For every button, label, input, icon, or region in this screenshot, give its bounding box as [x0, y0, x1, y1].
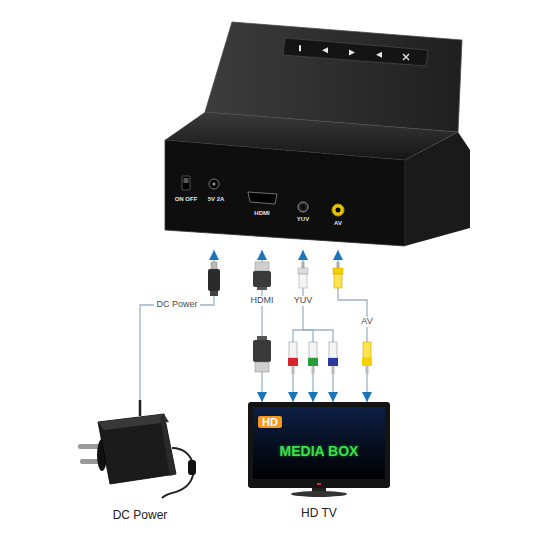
hdmi-plug — [257, 336, 267, 340]
cable-label: AV — [359, 317, 374, 327]
yuv-plug — [299, 274, 307, 288]
media-box-body — [165, 22, 470, 246]
adapter-housing — [98, 414, 169, 430]
button-symbol — [322, 47, 328, 53]
yuv-jack — [301, 205, 305, 209]
adapter-housing — [98, 414, 176, 484]
power-adapter-body — [78, 400, 196, 498]
yuv-plug — [302, 262, 305, 268]
cable-label: DC Power — [154, 300, 199, 310]
rca-plug-blue — [329, 342, 337, 358]
port-label: 5V 2A — [208, 196, 225, 203]
rca-plug-red — [288, 358, 298, 366]
dc-plug — [208, 269, 220, 291]
dc-plug — [210, 291, 218, 296]
port-label: AV — [334, 220, 342, 227]
rca-plug-yellow — [366, 366, 369, 374]
button-strip — [283, 38, 428, 66]
rca-plug-blue — [328, 342, 338, 374]
hd-tv: HD MEDIA BOX HD TV — [248, 402, 390, 528]
rca-plug-blue — [328, 358, 338, 366]
ferrite-bead — [188, 460, 196, 475]
device-caption: DC Power — [113, 509, 168, 522]
yuv-plug — [298, 268, 308, 274]
tv-body — [248, 402, 390, 497]
screen-title: MEDIA BOX — [280, 444, 359, 459]
hdmi-plug — [253, 262, 271, 290]
rca-plug-red — [288, 342, 298, 374]
button-symbol — [403, 54, 409, 60]
hdmi-plug — [255, 362, 269, 372]
back-panel — [165, 140, 405, 246]
button-symbol — [349, 50, 355, 56]
power-switch — [184, 178, 189, 183]
tv-frame — [248, 402, 390, 488]
dc-plug — [211, 262, 217, 269]
av-plug — [333, 262, 343, 288]
dc-jack — [209, 179, 219, 189]
device-caption: HD TV — [301, 507, 337, 520]
rca-plug-green — [308, 358, 318, 366]
cable-label: YUV — [292, 296, 315, 306]
yuv-plug — [298, 262, 308, 288]
rca-plug-green — [308, 342, 318, 374]
media-box-device: ON OFF 5V 2A HDMI YUV AV — [160, 18, 472, 250]
split-wires — [293, 330, 333, 402]
av-jack — [336, 208, 341, 213]
hdmi-plug — [253, 340, 271, 362]
rca-plug-blue — [332, 366, 335, 374]
av-plug — [334, 274, 342, 288]
tv-stand — [291, 491, 347, 497]
button-symbol — [376, 52, 382, 58]
power-cable — [140, 250, 214, 400]
rca-plug-yellow — [362, 342, 372, 374]
av-jack — [332, 204, 344, 216]
hdmi-plug — [257, 287, 267, 290]
port-label: HDMI — [254, 210, 269, 217]
power-switch — [182, 176, 190, 190]
split-wire — [293, 330, 333, 402]
hdmi-port — [248, 192, 277, 204]
tv-led — [317, 483, 321, 485]
hdmi-plug — [253, 271, 271, 287]
dc-plug — [208, 262, 220, 296]
button-symbol — [299, 45, 301, 51]
hdmi-plug — [255, 262, 269, 271]
rca-plug-yellow — [363, 342, 371, 358]
power-adapter: DC Power — [72, 400, 208, 528]
yuv-jack — [298, 202, 308, 212]
rca-plug-red — [289, 342, 297, 358]
rca-plug-red — [292, 366, 295, 374]
hd-badge: HD — [258, 416, 282, 428]
rca-plug-green — [312, 366, 315, 374]
port-label: YUV — [297, 216, 309, 223]
dc-jack — [213, 183, 216, 186]
av-plug — [337, 262, 340, 268]
adapter-housing — [160, 414, 176, 476]
media-box-device-outline — [160, 18, 472, 250]
adapter-cable — [139, 400, 142, 416]
cable-label: HDMI — [249, 296, 276, 306]
av-plug — [333, 268, 343, 274]
rca-plug-green — [309, 342, 317, 358]
rca-plug-yellow — [362, 358, 372, 366]
top-face — [205, 22, 462, 132]
tv-screen — [253, 407, 385, 479]
port-label: ON OFF — [175, 196, 198, 203]
hdmi-plug — [253, 336, 271, 372]
